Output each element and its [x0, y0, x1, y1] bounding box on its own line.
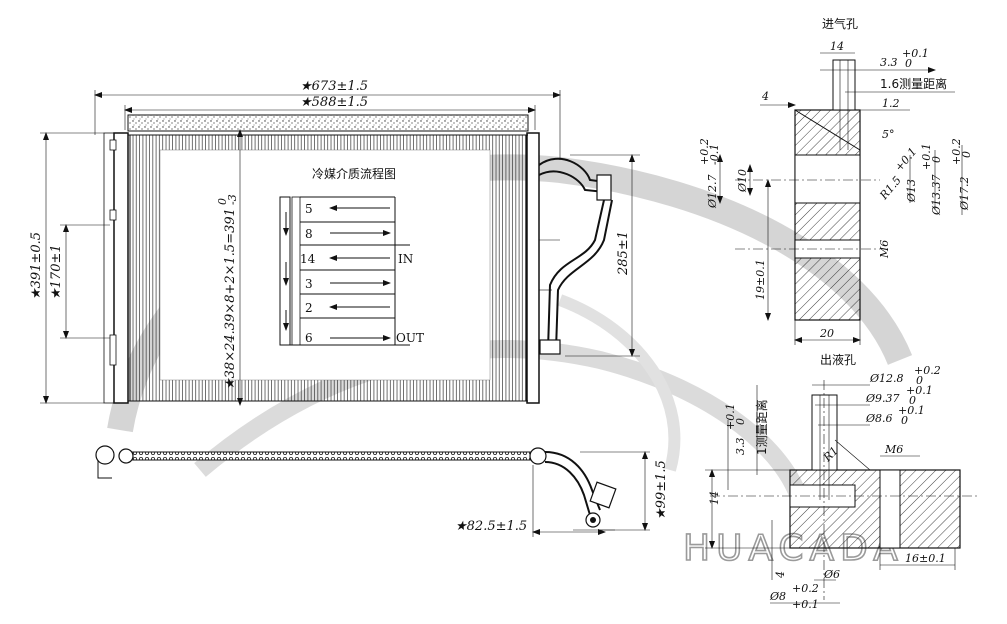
bottom-tube-row — [129, 451, 533, 461]
inlet-dia-13-37-tol-top: +0.1 — [920, 143, 933, 170]
outlet-dia-9-37: Ø9.37 — [865, 392, 900, 405]
outlet-dia-9-37-tol-bot: 0 — [909, 394, 916, 407]
pass-6: 6 — [305, 331, 313, 345]
inlet-title: 进气孔 — [822, 16, 858, 31]
inlet-dim-1-2: 1.2 — [882, 97, 900, 110]
outlet-title: 出液孔 — [820, 352, 856, 367]
outlet-dia-8-tol-top: +0.2 — [792, 582, 819, 595]
outlet-dia-12-8-tol-bot: 0 — [916, 374, 923, 387]
inlet-r1-5-tol: +0.1 — [892, 145, 919, 174]
outlet-dim-3-3-tol-top: +0.1 — [724, 403, 737, 430]
outlet-dim-14: 14 — [708, 491, 721, 505]
pass-3: 3 — [305, 277, 313, 291]
inlet-dim-14: 14 — [830, 40, 844, 53]
flow-diagram-title: 冷媒介质流程图 — [312, 166, 396, 181]
outlet-dia-8-6-tol-top: +0.1 — [898, 404, 925, 417]
inlet-dia-10: Ø10 — [736, 169, 749, 193]
inlet-fitting — [596, 174, 612, 201]
inlet-dia-12-7-tol-bot: -0.1 — [708, 144, 721, 165]
inlet-dim-5deg: 5° — [882, 128, 895, 141]
flow-diagram: 冷媒介质流程图 5 8 14 3 2 6 IN OUT — [279, 166, 424, 346]
inlet-detail: 进气孔 14 3.3 +0.1 0 1.6测量距离 1.2 4 5° Ø12.7… — [698, 16, 973, 345]
inlet-dim-19: 19±0.1 — [754, 259, 767, 300]
inlet-dim-3-3-tol-bot: 0 — [905, 57, 912, 70]
outlet-dia-9-37-tol-top: +0.1 — [906, 384, 933, 397]
outlet-dia-12-8: Ø12.8 — [869, 372, 904, 385]
flow-out-label: OUT — [396, 331, 424, 345]
top-receiver-bar — [127, 114, 529, 132]
outlet-dia-8-6-tol-bot: 0 — [901, 414, 908, 427]
outlet-m6: M6 — [884, 443, 903, 456]
inlet-dia-17-2: Ø17.2 — [958, 176, 971, 211]
dim-core-spec-tol-top: 0 — [216, 198, 229, 205]
outlet-dim-3-3-tol-bot: 0 — [734, 418, 747, 425]
pass-8: 8 — [305, 227, 313, 241]
inlet-dim-4: 4 — [761, 90, 769, 103]
outlet-dia-8-6: Ø8.6 — [865, 412, 893, 425]
inlet-dim-20: 20 — [819, 327, 834, 340]
dim-core-spec: ★38×24.39×8+2×1.5=391 — [223, 208, 238, 390]
inlet-dim-3-3-tol-top: +0.1 — [902, 47, 929, 60]
inlet-dia-17-2-tol-bot: 0 — [960, 151, 973, 158]
main-view: ★673±1.5 ★588±1.5 ★38×24.39×8+2×1.5=391 … — [29, 79, 640, 406]
outlet-fitting — [539, 339, 561, 355]
outlet-dia-12-8-tol-top: +0.2 — [914, 364, 941, 377]
inlet-dia-12-7: Ø12.7 — [706, 174, 719, 209]
inlet-dia-17-2-tol-top: +0.2 — [950, 138, 963, 165]
inlet-dia-12-7-tol-top: +0.2 — [698, 138, 711, 165]
dim-core-spec-tol-bot: -3 — [226, 194, 239, 205]
inlet-block — [794, 109, 861, 321]
dim-core-length: ★588±1.5 — [300, 95, 368, 110]
inlet-dia-13-37: Ø13.37 — [930, 174, 943, 216]
dim-285: 285±1 — [616, 231, 631, 276]
dim-bottom-width: ★82.5±1.5 — [455, 519, 527, 534]
outlet-dim-4: 4 — [774, 571, 787, 579]
outlet-dia-6: Ø6 — [823, 568, 840, 581]
outlet-dim-3-3: 3.3 — [734, 438, 747, 456]
outlet-dia-8-tol-bot: +0.1 — [792, 598, 819, 611]
outlet-dia-8: Ø8 — [769, 590, 786, 603]
outlet-block — [789, 469, 961, 549]
dim-height: ★391±0.5 — [29, 232, 44, 300]
inlet-dia-13-37-tol-bot: 0 — [930, 156, 943, 163]
outlet-detail: 出液孔 Ø12.8 +0.2 0 Ø9.37 +0.1 0 Ø8.6 +0.1 … — [705, 352, 980, 611]
dim-170: ★170±1 — [49, 244, 64, 300]
inlet-m6: M6 — [878, 240, 891, 259]
inlet-dia-13: Ø13 — [905, 179, 918, 203]
dim-overall-length: ★673±1.5 — [300, 79, 368, 94]
pass-5: 5 — [305, 202, 313, 216]
right-header-tank — [526, 132, 540, 404]
inlet-r1-5: R1.5 — [877, 174, 904, 203]
inlet-dim-1-6: 1.6测量距离 — [880, 76, 947, 91]
pass-14: 14 — [300, 252, 316, 266]
bottom-view: ★82.5±1.5 ★99±1.5 — [95, 445, 669, 537]
dim-bottom-height: ★99±1.5 — [654, 460, 669, 520]
flow-in-label: IN — [398, 252, 413, 266]
pass-2: 2 — [305, 301, 313, 315]
outlet-dim-1-measure: 1测量距离 — [754, 399, 769, 455]
outlet-dim-16: 16±0.1 — [905, 552, 946, 565]
inlet-dim-3-3: 3.3 — [880, 56, 898, 69]
